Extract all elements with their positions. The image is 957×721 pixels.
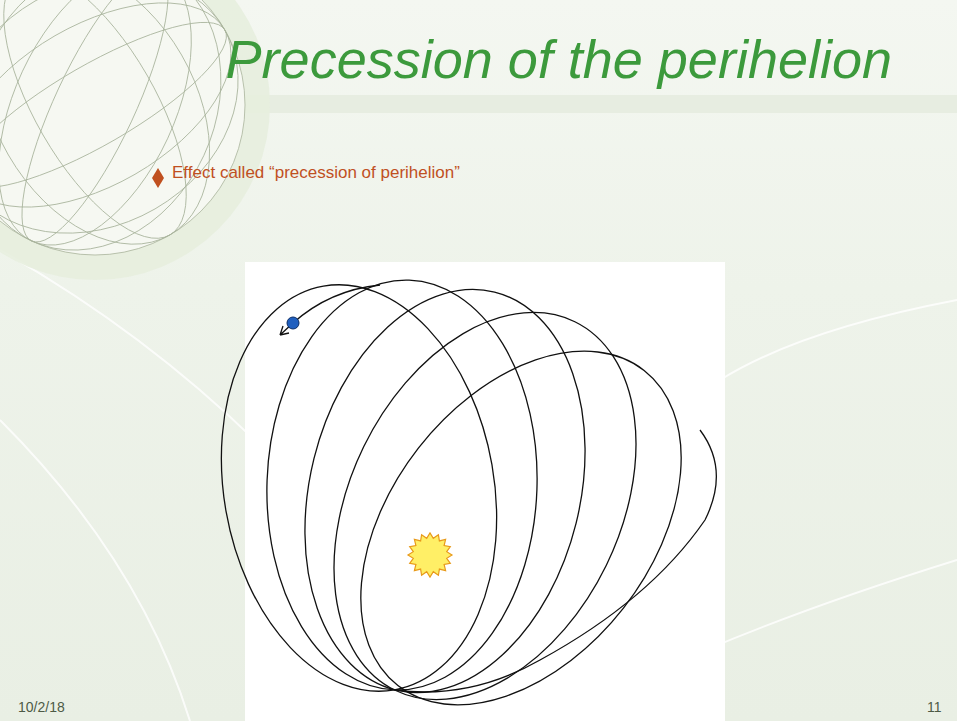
slide-title: Precession of the perihelion <box>226 28 892 90</box>
image-panel <box>245 262 725 721</box>
sun <box>408 533 452 577</box>
slide-date: 10/2/18 <box>18 699 65 715</box>
slide-number: 11 <box>927 699 942 715</box>
bullet-symbol <box>152 168 164 188</box>
orbit-ellipses <box>190 259 746 721</box>
background-swooshes <box>0 250 957 721</box>
planet <box>287 317 299 329</box>
bullet-text: Effect called “precession of perihelion” <box>172 163 460 183</box>
